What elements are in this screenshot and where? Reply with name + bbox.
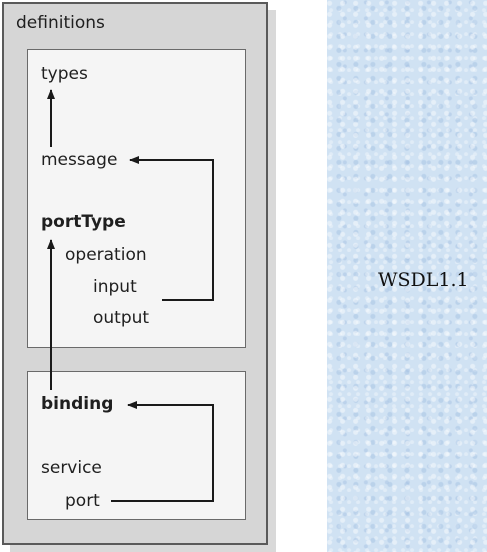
- concrete-definitions-box: [27, 371, 246, 520]
- input-label: input: [93, 277, 137, 297]
- port-label: port: [65, 491, 100, 511]
- binding-label: binding: [41, 394, 114, 414]
- definitions-label: definitions: [16, 13, 105, 33]
- abstract-definitions-box: [27, 49, 246, 348]
- porttype-label: portType: [41, 212, 126, 232]
- container-shadow-bottom: [10, 545, 276, 552]
- wsdl-side-panel: [327, 0, 487, 552]
- operation-label: operation: [65, 245, 147, 265]
- container-shadow-right: [268, 10, 276, 550]
- message-label: message: [41, 150, 118, 170]
- wsdl-version-label: WSDL1.1: [378, 269, 469, 291]
- types-label: types: [41, 64, 88, 84]
- service-label: service: [41, 458, 102, 478]
- arrow-port-to-binding: [111, 401, 214, 502]
- output-label: output: [93, 308, 150, 328]
- arrow-input-to-message: [129, 156, 214, 301]
